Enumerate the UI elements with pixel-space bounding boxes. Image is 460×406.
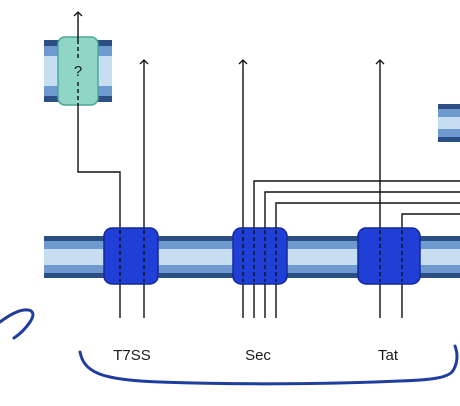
sec-channel — [232, 227, 288, 285]
t7ss-channel — [103, 227, 159, 285]
sec-label: Sec — [245, 347, 271, 364]
t7ss-route-line — [77, 104, 121, 232]
annotation-brace — [78, 344, 459, 386]
tat-label: Tat — [378, 347, 399, 364]
outer-membrane-right — [438, 104, 460, 142]
cytoplasm-lines — [119, 284, 403, 318]
unknown-channel-label: ? — [74, 63, 82, 80]
tat-channel — [357, 227, 421, 285]
t7ss-label: T7SS — [113, 347, 151, 364]
routing-lines-right — [253, 180, 460, 228]
annotation-stroke-left — [0, 308, 35, 340]
unknown-channel: ? — [57, 36, 99, 106]
